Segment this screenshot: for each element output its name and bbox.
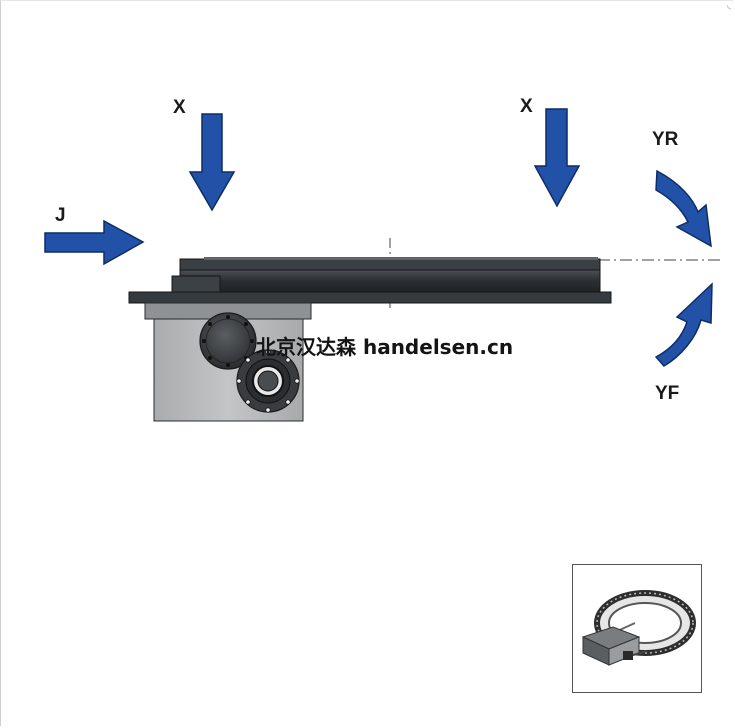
label-yf: YF	[655, 383, 679, 404]
label-x-left: X	[173, 97, 186, 118]
arrow-x-left	[188, 113, 236, 212]
watermark: 北京汉达森 handelsen.cn	[256, 335, 513, 359]
arrow-x-right	[533, 108, 581, 208]
arrow-yr	[655, 169, 712, 248]
slewing-drive	[128, 257, 612, 422]
slewing-ring-product-icon	[581, 590, 696, 666]
label-x-right: X	[520, 96, 533, 117]
label-j: J	[55, 205, 66, 226]
label-yr: YR	[652, 129, 679, 150]
product-thumbnail[interactable]	[572, 564, 702, 693]
arrow-j	[44, 219, 145, 266]
arrow-yf	[654, 282, 713, 367]
resize-corner-icon: ◟	[727, 0, 731, 11]
